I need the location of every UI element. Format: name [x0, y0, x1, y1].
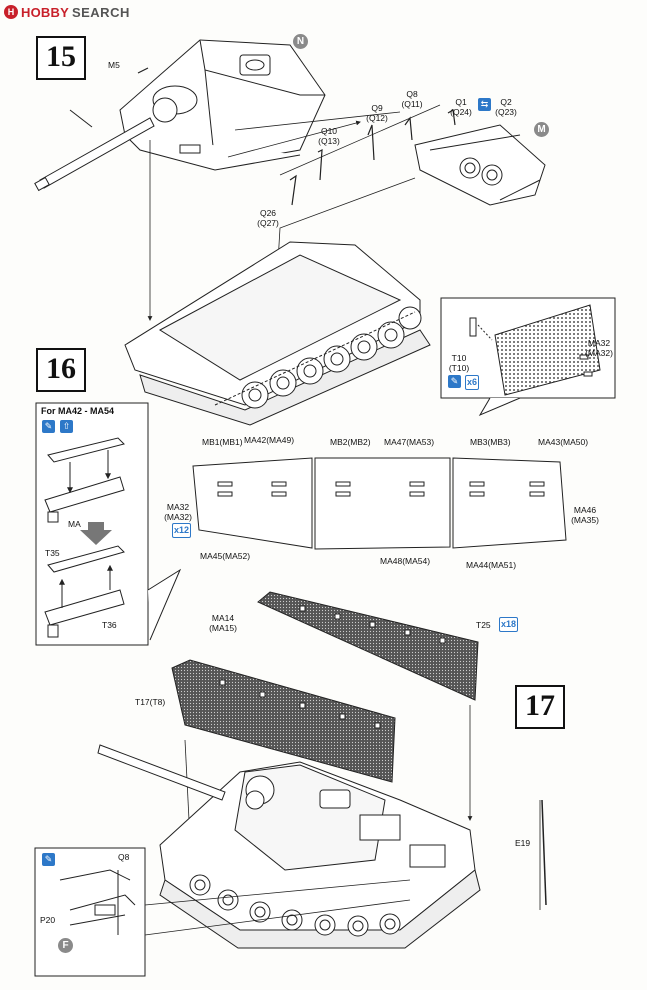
skirt-plate-mb2 — [314, 457, 451, 550]
label-ma32-left-paren: (MA32) — [164, 512, 192, 522]
label-ma: MA — [68, 519, 81, 529]
down-arrow — [80, 522, 112, 545]
detail-leader-2 — [144, 899, 411, 936]
label-t10-paren: (T10) — [448, 363, 470, 373]
glue-icon-2: ✎ — [448, 375, 461, 388]
label-q12: (Q12) — [366, 113, 388, 123]
step-number-17: 17 — [515, 685, 565, 729]
marker-m-icon: M — [534, 122, 549, 137]
label-q8: Q8 — [406, 89, 418, 99]
count-x6: x6 — [465, 375, 480, 390]
label-ma32-left: MA32 — [166, 502, 190, 512]
label-t10: T10 — [451, 353, 467, 363]
skirt-plate-mb3 — [452, 457, 567, 549]
label-ma46: MA46 — [573, 505, 597, 515]
glue-icon: ✎ — [42, 420, 55, 433]
label-p20: P20 — [40, 915, 56, 925]
label-mb1: MB1(MB1) — [202, 437, 243, 447]
skirt-plate-mb1 — [192, 457, 313, 549]
logo-wordmark: HOBBY — [21, 4, 69, 20]
antenna-e19 — [541, 799, 547, 906]
mesh-skirt-t17 — [171, 659, 396, 783]
label-q24: (Q24) — [450, 107, 472, 117]
symmetry-icon: ⇆ — [478, 98, 491, 111]
mesh-notches — [219, 605, 446, 729]
label-t35: T35 — [45, 548, 60, 558]
inset-box-detail — [34, 847, 146, 977]
upper-hull-drawing — [69, 39, 326, 171]
marker-f-icon: F — [58, 938, 73, 953]
label-ma32-right: MA32 — [587, 338, 611, 348]
label-q9: Q9 — [371, 103, 383, 113]
rear-plate-assembly — [414, 124, 546, 206]
flip-icon: ⇧ — [60, 420, 73, 433]
label-ma45: MA45(MA52) — [200, 551, 251, 561]
label-e19: E19 — [515, 838, 531, 848]
label-ma35: (MA35) — [571, 515, 599, 525]
label-t17: T17(T8) — [135, 697, 166, 707]
label-mb3: MB3(MB3) — [470, 437, 511, 447]
detail-leader-1 — [144, 879, 411, 906]
lower-hull-drawing — [124, 241, 431, 426]
label-ma48: MA48(MA54) — [380, 556, 431, 566]
label-ma42: MA42(MA49) — [244, 435, 295, 445]
count-x12: x12 — [172, 523, 192, 538]
marker-n-icon: N — [293, 34, 308, 49]
label-ma43: MA43(MA50) — [538, 437, 589, 447]
label-q26: Q26 — [259, 208, 277, 218]
label-ma14: MA14 — [211, 613, 235, 623]
inset-rail-drawings — [44, 437, 125, 638]
label-q27: (Q27) — [257, 218, 279, 228]
step-number-15: 15 — [36, 36, 86, 80]
label-ma47: MA47(MA53) — [384, 437, 435, 447]
count-x18: x18 — [499, 617, 519, 632]
finished-tank-drawing — [97, 744, 481, 949]
label-q1: Q1 — [455, 97, 467, 107]
label-ma44: MA44(MA51) — [466, 560, 517, 570]
logo-mark-icon: H — [4, 5, 18, 19]
label-q13: (Q13) — [318, 136, 340, 146]
mesh-detail — [494, 304, 601, 396]
label-t25: T25 — [476, 620, 491, 630]
gun-barrel — [34, 117, 155, 192]
mesh-brackets — [469, 317, 593, 377]
label-q2: Q2 — [500, 97, 512, 107]
label-q10: Q10 — [320, 126, 338, 136]
label-q8-detail: Q8 — [118, 852, 130, 862]
step-number-16: 16 — [36, 348, 86, 392]
logo-suffix: SEARCH — [71, 4, 130, 20]
label-t36: T36 — [102, 620, 117, 630]
label-ma32-right-paren: (MA32) — [585, 348, 613, 358]
label-mb2: MB2(MB2) — [330, 437, 371, 447]
inset-pointer — [147, 568, 182, 641]
label-q11: (Q11) — [401, 99, 423, 109]
mesh-skirt-ma14 — [257, 591, 479, 701]
label-ma15: (MA15) — [209, 623, 237, 633]
label-m5: M5 — [108, 60, 120, 70]
detail-parts — [59, 869, 136, 935]
label-q23: (Q23) — [495, 107, 517, 117]
glue-icon-3: ✎ — [42, 853, 55, 866]
inset-title: For MA42 - MA54 — [41, 406, 115, 416]
hobbysearch-logo: H HOBBY SEARCH — [4, 4, 130, 20]
skirt-plates — [192, 457, 567, 550]
